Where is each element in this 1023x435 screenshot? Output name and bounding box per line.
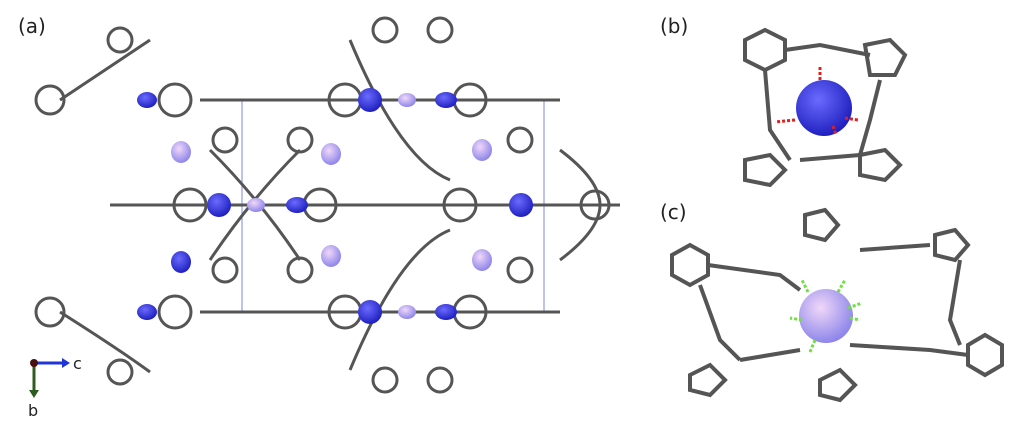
axis-b-label: b <box>28 401 38 420</box>
contacts-c <box>789 279 863 353</box>
panel-c-cage <box>670 207 1004 403</box>
contacts-b <box>774 65 859 136</box>
panel-b-label: (b) <box>660 14 689 38</box>
panel-a-label: (a) <box>18 14 46 38</box>
ring-group <box>34 16 611 394</box>
axis-indicator: c b <box>28 354 82 420</box>
panel-c-label: (c) <box>660 200 687 224</box>
axis-c-label: c <box>73 354 82 373</box>
anion-b <box>796 80 852 136</box>
anions-a <box>137 88 533 324</box>
anion-c <box>799 289 853 343</box>
panel-b-cage <box>743 27 908 188</box>
